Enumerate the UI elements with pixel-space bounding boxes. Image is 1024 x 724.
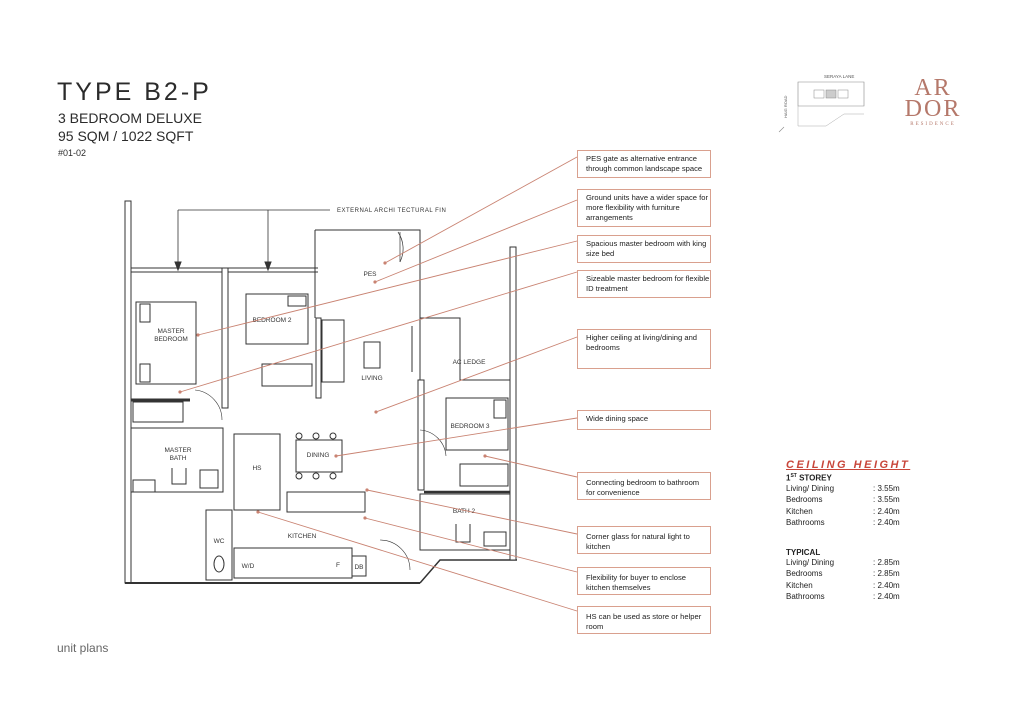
callout-hs-store: HS can be used as store or helper room bbox=[577, 606, 711, 634]
ceiling-row: Bedrooms : 3.55m bbox=[786, 494, 986, 506]
label-external-fin: EXTERNAL ARCHI TECTURAL FIN bbox=[337, 208, 446, 214]
ceiling-room: Bathrooms bbox=[786, 592, 825, 602]
label-master-bath-2: BATH bbox=[170, 455, 187, 462]
callout-wider-space: Ground units have a wider space for more… bbox=[577, 189, 711, 227]
callout-master-bedroom-king: Spacious master bedroom with king size b… bbox=[577, 235, 711, 263]
ceiling-row: Living/ Dining : 2.85m bbox=[786, 557, 986, 569]
key-plan: SERAYA LANE HAIG ROAD bbox=[778, 74, 865, 133]
ceiling-room: Living/ Dining bbox=[786, 557, 835, 567]
callout-master-bedroom-id: Sizeable master bedroom for flexible ID … bbox=[577, 270, 711, 298]
developer-logo: AR DOR RESIDENCE bbox=[893, 75, 973, 127]
callout-connecting-bedroom: Connecting bedroom to bathroom for conve… bbox=[577, 472, 711, 500]
label-wd: W/D bbox=[242, 563, 255, 570]
unit-number: #01-02 bbox=[58, 148, 87, 158]
label-wc: WC bbox=[214, 538, 225, 545]
ceiling-height-value: : 3.55m bbox=[873, 495, 900, 505]
bedroom-count: 3 BEDROOM DELUXE bbox=[58, 110, 202, 126]
label-master-bedroom-2: BEDROOM bbox=[154, 336, 188, 343]
callout-corner-glass: Corner glass for natural light to kitche… bbox=[577, 526, 711, 554]
logo-line3: RESIDENCE bbox=[910, 122, 956, 127]
callout-wide-dining: Wide dining space bbox=[577, 410, 711, 430]
ceiling-heading: CEILING HEIGHT bbox=[786, 459, 911, 471]
ceiling-height-value: : 2.85m bbox=[873, 569, 900, 579]
typical-heading: TYPICAL bbox=[786, 547, 821, 557]
ceiling-room: Bedrooms bbox=[786, 569, 823, 579]
ceiling-height-value: : 2.40m bbox=[873, 506, 900, 516]
label-pes: PES bbox=[363, 271, 377, 278]
first-storey-heading: 1ST STOREY bbox=[786, 473, 832, 483]
ceiling-height-value: : 2.40m bbox=[873, 592, 900, 602]
label-bedroom-3: BEDROOM 3 bbox=[450, 423, 489, 430]
ceiling-room: Kitchen bbox=[786, 506, 813, 516]
ceiling-row: Kitchen : 2.40m bbox=[786, 506, 986, 518]
section-footer: unit plans bbox=[57, 641, 109, 655]
ceiling-height-value: : 2.85m bbox=[873, 557, 900, 567]
ceiling-row: Living/ Dining : 3.55m bbox=[786, 483, 986, 495]
ceiling-height-value: : 3.55m bbox=[873, 483, 900, 493]
ceiling-room: Kitchen bbox=[786, 580, 813, 590]
ceiling-row: Kitchen : 2.40m bbox=[786, 580, 986, 592]
label-db: DB bbox=[354, 564, 363, 571]
logo-line1: AR bbox=[914, 75, 952, 101]
ceiling-height-value: : 2.40m bbox=[873, 518, 900, 528]
label-kitchen: KITCHEN bbox=[288, 533, 317, 540]
keyplan-road-side: HAIG ROAD bbox=[783, 95, 788, 118]
keyplan-road-top: SERAYA LANE bbox=[824, 74, 854, 79]
unit-area: 95 SQM / 1022 SQFT bbox=[58, 128, 194, 144]
ceiling-height-value: : 2.40m bbox=[873, 580, 900, 590]
floor-plan: PES MASTER BEDROOM BEDROOM 2 LIVING AC L… bbox=[124, 200, 517, 584]
ceiling-room: Bathrooms bbox=[786, 518, 825, 528]
ceiling-row: Bathrooms : 2.40m bbox=[786, 591, 986, 603]
label-master-bedroom-1: MASTER bbox=[157, 328, 184, 335]
unit-type-title: TYPE B2-P bbox=[57, 78, 212, 106]
ceiling-room: Bedrooms bbox=[786, 495, 823, 505]
ceiling-row: Bedrooms : 2.85m bbox=[786, 568, 986, 580]
ceiling-room: Living/ Dining bbox=[786, 483, 835, 493]
label-bedroom-2: BEDROOM 2 bbox=[252, 317, 291, 324]
callout-enclose-kitchen: Flexibility for buyer to enclose kitchen… bbox=[577, 567, 711, 595]
label-ac-ledge: AC LEDGE bbox=[453, 359, 487, 366]
ceiling-row: Bathrooms : 2.40m bbox=[786, 517, 986, 529]
label-fridge: F bbox=[336, 562, 340, 569]
label-master-bath-1: MASTER bbox=[164, 447, 191, 454]
ceiling-height-table: CEILING HEIGHT 1ST STOREY Living/ Dining… bbox=[786, 459, 986, 603]
label-dining: DINING bbox=[307, 452, 330, 459]
logo-line2: DOR bbox=[904, 96, 962, 122]
callout-pes-gate: PES gate as alternative entrance through… bbox=[577, 150, 711, 178]
callout-higher-ceiling: Higher ceiling at living/dining and bedr… bbox=[577, 329, 711, 369]
label-hs: HS bbox=[252, 465, 262, 472]
label-bath-2: BATH 2 bbox=[453, 508, 476, 515]
label-living: LIVING bbox=[361, 375, 382, 382]
